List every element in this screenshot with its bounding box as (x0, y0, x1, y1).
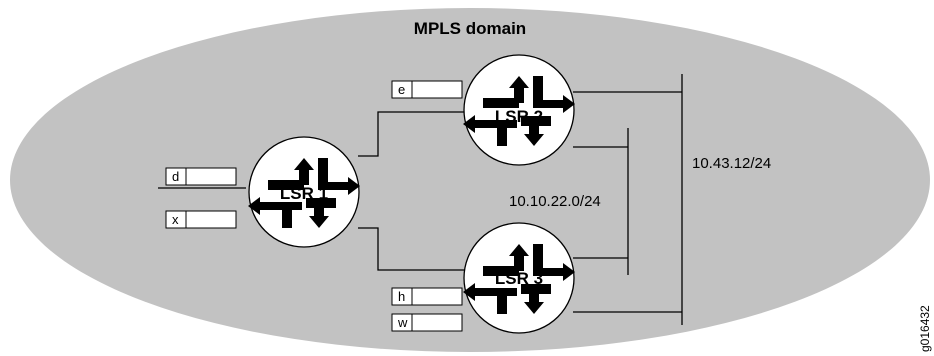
network-label-10-10-22: 10.10.22.0/24 (509, 193, 601, 210)
router-lsr1: LSR 1 (248, 136, 360, 248)
label-box-d: d (165, 167, 237, 186)
network-label-10-43-12: 10.43.12/24 (692, 155, 771, 172)
label-e-text: e (398, 82, 405, 97)
link-lsr1-lsr2 (358, 111, 470, 157)
label-x-text: x (172, 212, 179, 227)
router-lsr2: LSR 2 (463, 54, 575, 166)
label-box-x: x (165, 210, 237, 229)
figure-id: g016432 (918, 305, 932, 352)
label-box-w: w (391, 313, 463, 332)
mpls-domain-region (10, 8, 930, 352)
label-w-text: w (397, 315, 408, 330)
label-box-e: e (391, 80, 463, 99)
domain-title: MPLS domain (414, 19, 526, 38)
router-lsr3: LSR 3 (463, 222, 575, 334)
router-label-lsr2: LSR 2 (495, 107, 543, 126)
link-lsr1-lsr3 (358, 227, 470, 271)
label-box-h: h (391, 287, 463, 306)
router-label-lsr3: LSR 3 (495, 269, 543, 288)
label-d-text: d (172, 169, 179, 184)
router-label-lsr1: LSR 1 (280, 184, 328, 203)
label-h-text: h (398, 289, 405, 304)
links (158, 74, 683, 325)
